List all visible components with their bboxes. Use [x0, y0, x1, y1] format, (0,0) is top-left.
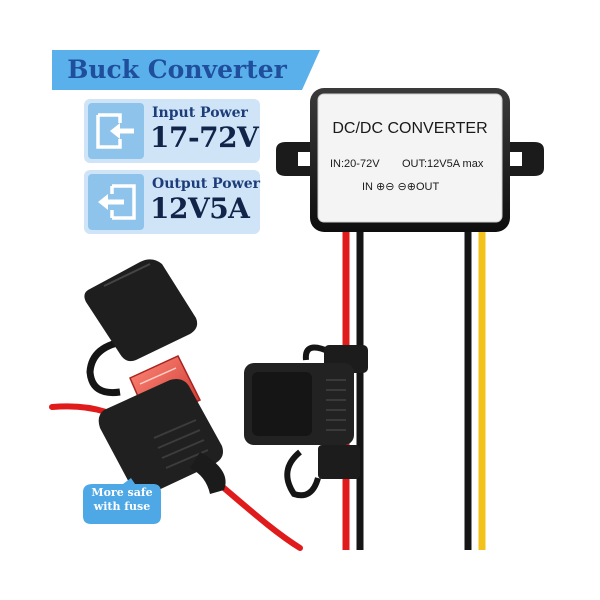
center-fuse-holder-lower — [318, 445, 360, 479]
output-arrow-icon — [88, 174, 144, 230]
center-fuse-holder-face — [252, 372, 312, 436]
converter-input-rating: IN:20-72V — [330, 158, 380, 170]
converter-flange-left — [276, 142, 318, 176]
callout-line-2: with fuse — [93, 500, 151, 513]
converter-pin-markings: IN ⊕⊖ ⊖⊕OUT — [362, 181, 440, 193]
center-fuse-holder-ribs — [326, 379, 346, 431]
converter-output-rating: OUT:12V5A max — [402, 158, 484, 170]
left-fuse-holder-neck — [190, 452, 226, 494]
input-power-value: 17-72V — [150, 121, 259, 154]
converter-label-panel — [317, 93, 503, 223]
banner-shape — [52, 50, 320, 90]
left-fuse-cap — [84, 259, 198, 362]
output-power-card: Output Power 12V5A — [84, 170, 260, 234]
converter-title: DC/DC CONVERTER — [332, 120, 488, 137]
callout-bubble-shape — [83, 478, 161, 524]
input-power-card: Input Power 17-72V — [84, 99, 260, 163]
output-power-value: 12V5A — [150, 192, 250, 225]
title-banner: Buck Converter — [52, 50, 320, 90]
fuse-callout: More safe with fuse — [83, 478, 161, 524]
center-fuse-holder-tab — [284, 449, 321, 499]
left-fuse-cap-highlight — [103, 263, 151, 287]
left-fuse-holder-ribs — [153, 419, 209, 469]
converter-label: DC/DC CONVERTER IN:20-72V OUT:12V5A max … — [318, 94, 502, 222]
output-power-label: Output Power — [152, 176, 260, 192]
input-arrow-icon — [88, 103, 144, 159]
banner-title: Buck Converter — [67, 55, 287, 84]
input-power-label: Input Power — [152, 105, 248, 121]
converter-flange-right — [502, 142, 544, 176]
blade-fuse-shine — [139, 367, 177, 385]
callout-line-1: More safe — [91, 486, 153, 499]
